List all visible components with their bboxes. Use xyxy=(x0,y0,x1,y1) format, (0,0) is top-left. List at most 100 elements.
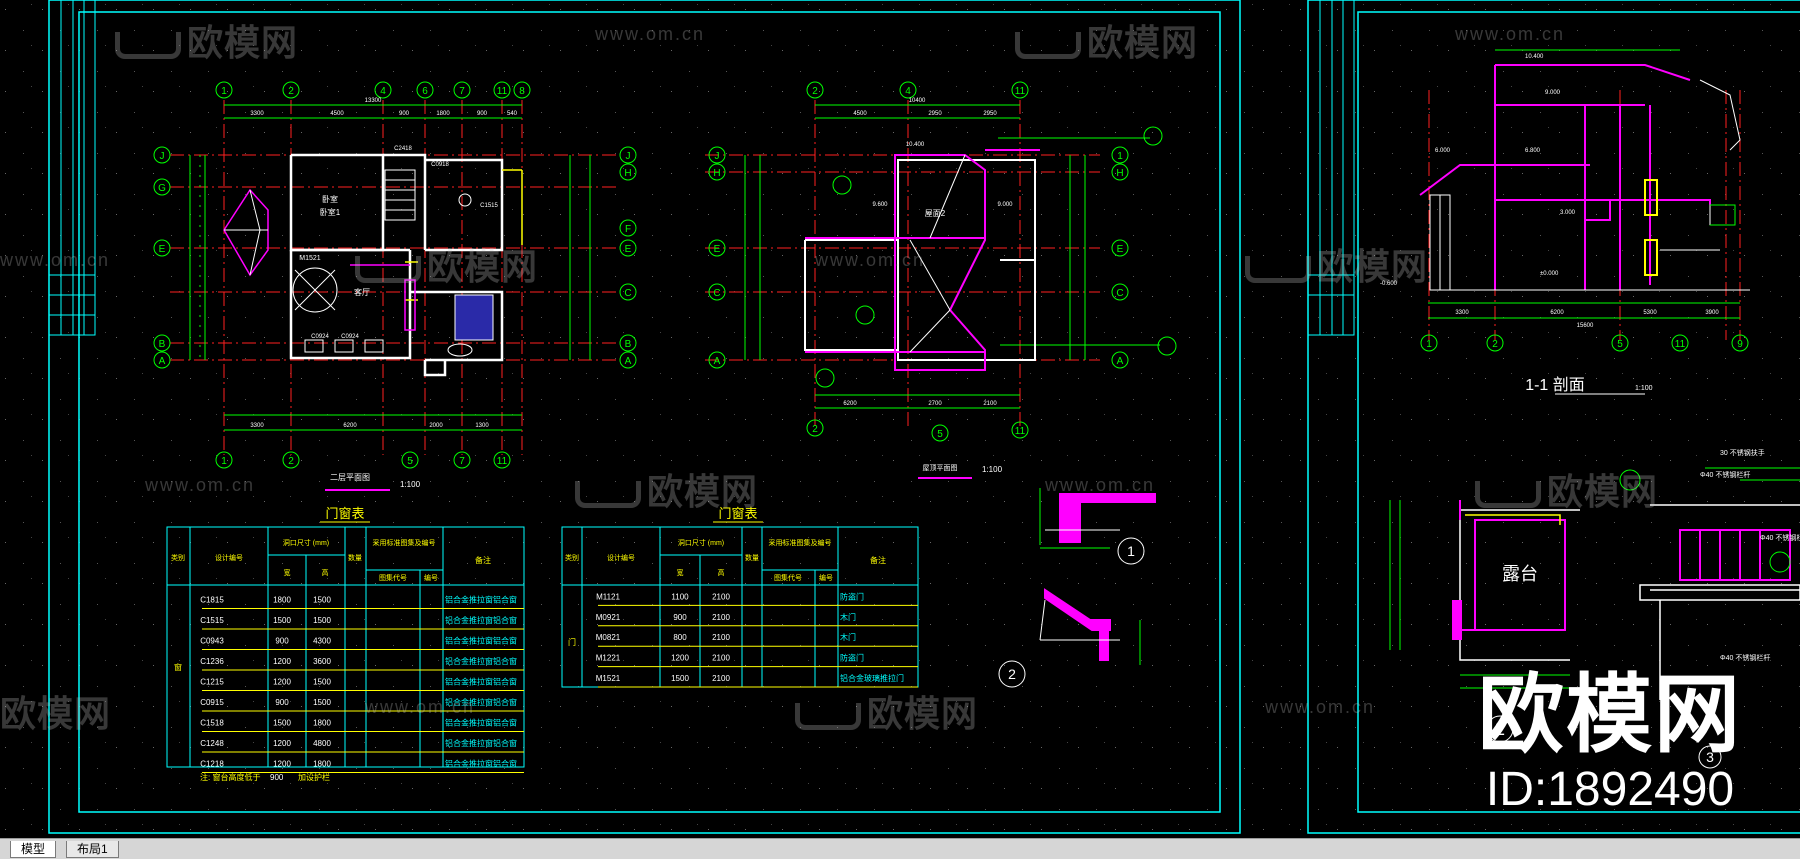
table1-footnote-tail: 加设护栏 xyxy=(298,772,330,782)
table1-header-h: 高 xyxy=(322,568,329,577)
table2-cell-note: 木门 xyxy=(840,612,856,622)
section-level-4: 6.000 xyxy=(1435,148,1451,154)
plan2-axis-top-3: 11 xyxy=(1015,86,1026,97)
table2-cell-note: 铝合金玻璃推拉门 xyxy=(840,673,904,683)
table1-cell-h: 1800 xyxy=(313,760,331,769)
table2-cell-note: 木门 xyxy=(840,632,856,642)
table1-cell-w: 1800 xyxy=(273,596,291,605)
table1-cell-code: C1215 xyxy=(200,678,224,687)
plan2-axis-right-4: C xyxy=(1116,288,1123,299)
table2-cell-h: 2100 xyxy=(712,633,730,642)
table2-header-size: 洞口尺寸 (mm) xyxy=(678,538,724,547)
table2-header-h: 高 xyxy=(718,568,725,577)
plan2-axis-bottom-2: 5 xyxy=(937,429,943,440)
table1-header-atlas: 图集代号 xyxy=(379,573,407,582)
detail-1-2[interactable] xyxy=(998,488,1156,688)
section-dim-2: 6200 xyxy=(1550,310,1564,316)
floor-plan-2[interactable] xyxy=(153,81,637,469)
door-window-table-1[interactable] xyxy=(166,526,525,773)
plan1-axis-bottom-1: 1 xyxy=(221,456,227,467)
tab-layout-1[interactable]: 布局1 xyxy=(66,841,119,858)
table1-cell-code: C1515 xyxy=(200,616,224,625)
table2-title: 门窗表 xyxy=(718,506,757,521)
table1-cell-code: C1518 xyxy=(200,719,224,728)
table1-cell-w: 1500 xyxy=(273,719,291,728)
plan2-axis-right-3: E xyxy=(1117,244,1124,255)
sheet-frame-left xyxy=(48,0,1241,834)
plan1-room-4: M1521 xyxy=(299,255,321,262)
table1-cell-h: 4300 xyxy=(313,637,331,646)
plan1-room-5: C1515 xyxy=(480,203,498,209)
table1-cell-h: 3600 xyxy=(313,657,331,666)
cad-drawing[interactable]: 1 2 4 6 7 11 8 1 2 5 7 11 J G E B A J H … xyxy=(0,0,1800,838)
plan2-axis-left-1: J xyxy=(715,151,720,162)
plan1-axis-right-6: B xyxy=(625,339,632,350)
section-axis-3: 5 xyxy=(1617,339,1623,350)
detail-marker-3: 2 xyxy=(1495,719,1505,739)
plan1-axis-top-2: 2 xyxy=(288,86,294,97)
cad-model-viewport[interactable]: 1 2 4 6 7 11 8 1 2 5 7 11 J G E B A J H … xyxy=(0,0,1800,838)
plan1-axis-right-7: A xyxy=(625,356,632,367)
plan1-dim-top-5: 900 xyxy=(477,111,488,117)
plan1-title: 二层平面图 xyxy=(330,473,370,482)
plan1-dim-top-2: 4500 xyxy=(330,111,344,117)
section-level-3: 6.800 xyxy=(1525,148,1541,154)
plan2-overall-dim: 10400 xyxy=(909,98,926,104)
section-1-1[interactable] xyxy=(1419,49,1750,352)
plan1-axis-top-7: 8 xyxy=(519,86,525,97)
plan1-dim-top-3: 900 xyxy=(399,111,410,117)
table2-header-code: 设计编号 xyxy=(607,553,635,562)
plan2-title: 屋顶平面图 xyxy=(923,464,958,472)
table1-header-std: 采用标准图集及编号 xyxy=(373,538,436,547)
plan1-axis-right-5: C xyxy=(624,288,631,299)
plan2-axis-left-2: H xyxy=(713,168,720,179)
table1-header-category: 类别 xyxy=(171,553,185,562)
door-window-table-2[interactable] xyxy=(561,526,919,688)
layout-tab-bar: 模型 布局1 xyxy=(0,838,1800,859)
table1-footnote-value: 900 xyxy=(270,773,284,782)
table1-cell-note: 铝合金推拉窗铝合窗 xyxy=(445,697,517,707)
plan1-dim-bottom-4: 1300 xyxy=(475,423,489,429)
table1-category: 窗 xyxy=(174,662,182,672)
table2-cell-w: 800 xyxy=(673,633,687,642)
plan1-room-1: 卧室 xyxy=(322,194,338,204)
section-axis-1: 1 xyxy=(1426,339,1432,350)
plan1-room-7: C2418 xyxy=(394,146,412,152)
section-axis-2: 2 xyxy=(1492,339,1498,350)
table1-header-w: 宽 xyxy=(284,568,291,577)
table2-cell-code: M0921 xyxy=(596,613,621,622)
plan1-overall-dim: 13300 xyxy=(365,98,382,104)
table2-cell-w: 1200 xyxy=(671,654,689,663)
plan1-axis-top-4: 6 xyxy=(422,86,428,97)
detail-note-2: Φ40 不锈钢栏杆 xyxy=(1700,470,1750,479)
table2-header-qty: 数量 xyxy=(745,553,759,562)
plan1-axis-bottom-2: 2 xyxy=(288,456,294,467)
table1-cell-note: 铝合金推拉窗铝合窗 xyxy=(445,656,517,666)
plan2-axis-bottom-1: 2 xyxy=(812,424,818,435)
table2-cell-code: M1221 xyxy=(596,654,621,663)
table1-cell-code: C0943 xyxy=(200,637,224,646)
plan2-scale: 1:100 xyxy=(982,465,1003,474)
plan2-dim-top-3: 2950 xyxy=(983,111,997,117)
table2-cell-code: M1521 xyxy=(596,674,621,683)
tab-model[interactable]: 模型 xyxy=(10,841,57,858)
table1-cell-w: 1200 xyxy=(273,657,291,666)
plan2-axis-bottom-3: 11 xyxy=(1015,426,1026,437)
roof-plan[interactable] xyxy=(705,81,1177,442)
table2-header-num: 编号 xyxy=(819,573,833,582)
section-dim-4: 3900 xyxy=(1705,310,1719,316)
plan2-dim-top-2: 2950 xyxy=(928,111,942,117)
plan1-axis-left-5: A xyxy=(159,356,166,367)
section-axis-5: 9 xyxy=(1737,339,1743,350)
table1-header-size: 洞口尺寸 (mm) xyxy=(283,538,329,547)
table1-cell-w: 1200 xyxy=(273,739,291,748)
table1-cell-h: 1500 xyxy=(313,596,331,605)
table1-cell-code: C0915 xyxy=(200,698,224,707)
plan2-axis-right-5: A xyxy=(1117,356,1124,367)
table1-cell-w: 1200 xyxy=(273,760,291,769)
table2-header-category: 类别 xyxy=(565,553,579,562)
plan1-room-8: C0924 xyxy=(311,334,329,340)
terrace-detail[interactable] xyxy=(1389,467,1800,700)
table1-cell-code: C1248 xyxy=(200,739,224,748)
section-title: 1-1 剖面 xyxy=(1525,376,1585,394)
